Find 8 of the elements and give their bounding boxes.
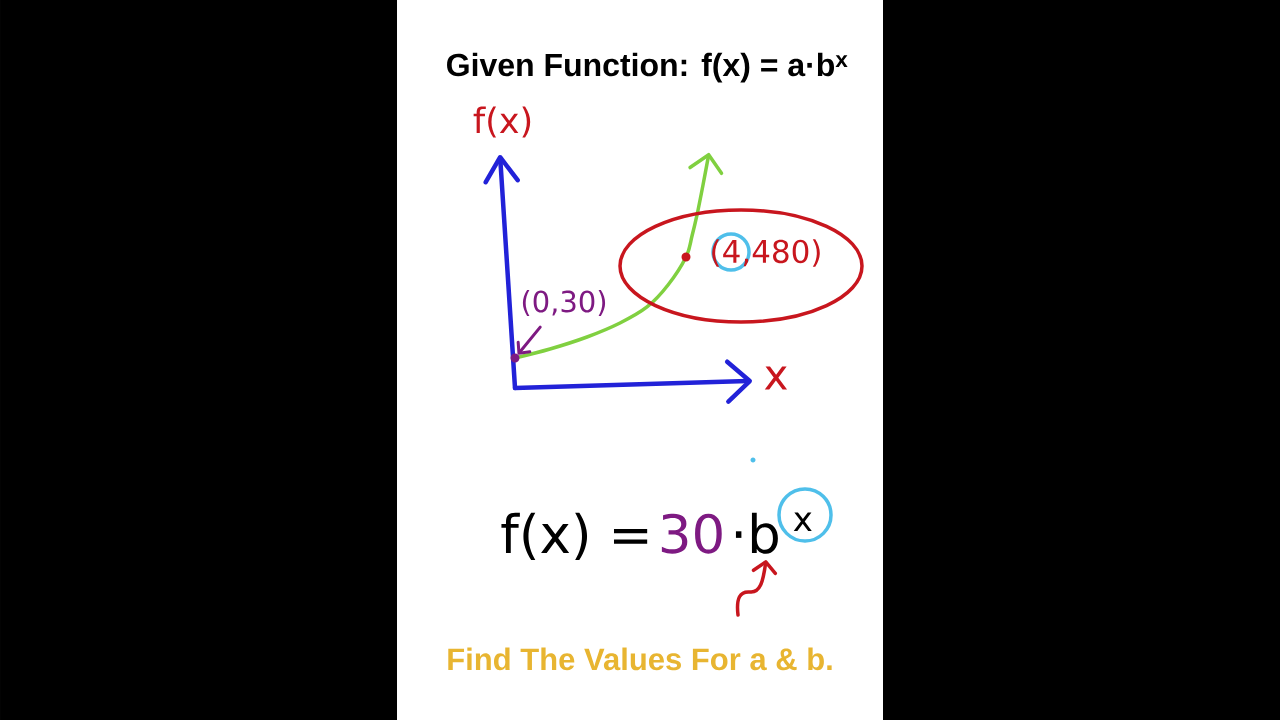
caption: Find The Values For a & b.	[448, 647, 832, 671]
title: Given Function: f(x) = a·b$^{x}$	[447, 52, 848, 83]
leader-arrow	[516, 325, 542, 355]
point-label: (0,30)	[522, 290, 606, 316]
equation: f(x) = 30 ·b$^{x}$	[501, 512, 812, 560]
axis-label: x	[764, 366, 788, 390]
axis-label: f(x)	[473, 106, 531, 138]
squiggle-arrow	[735, 560, 778, 617]
